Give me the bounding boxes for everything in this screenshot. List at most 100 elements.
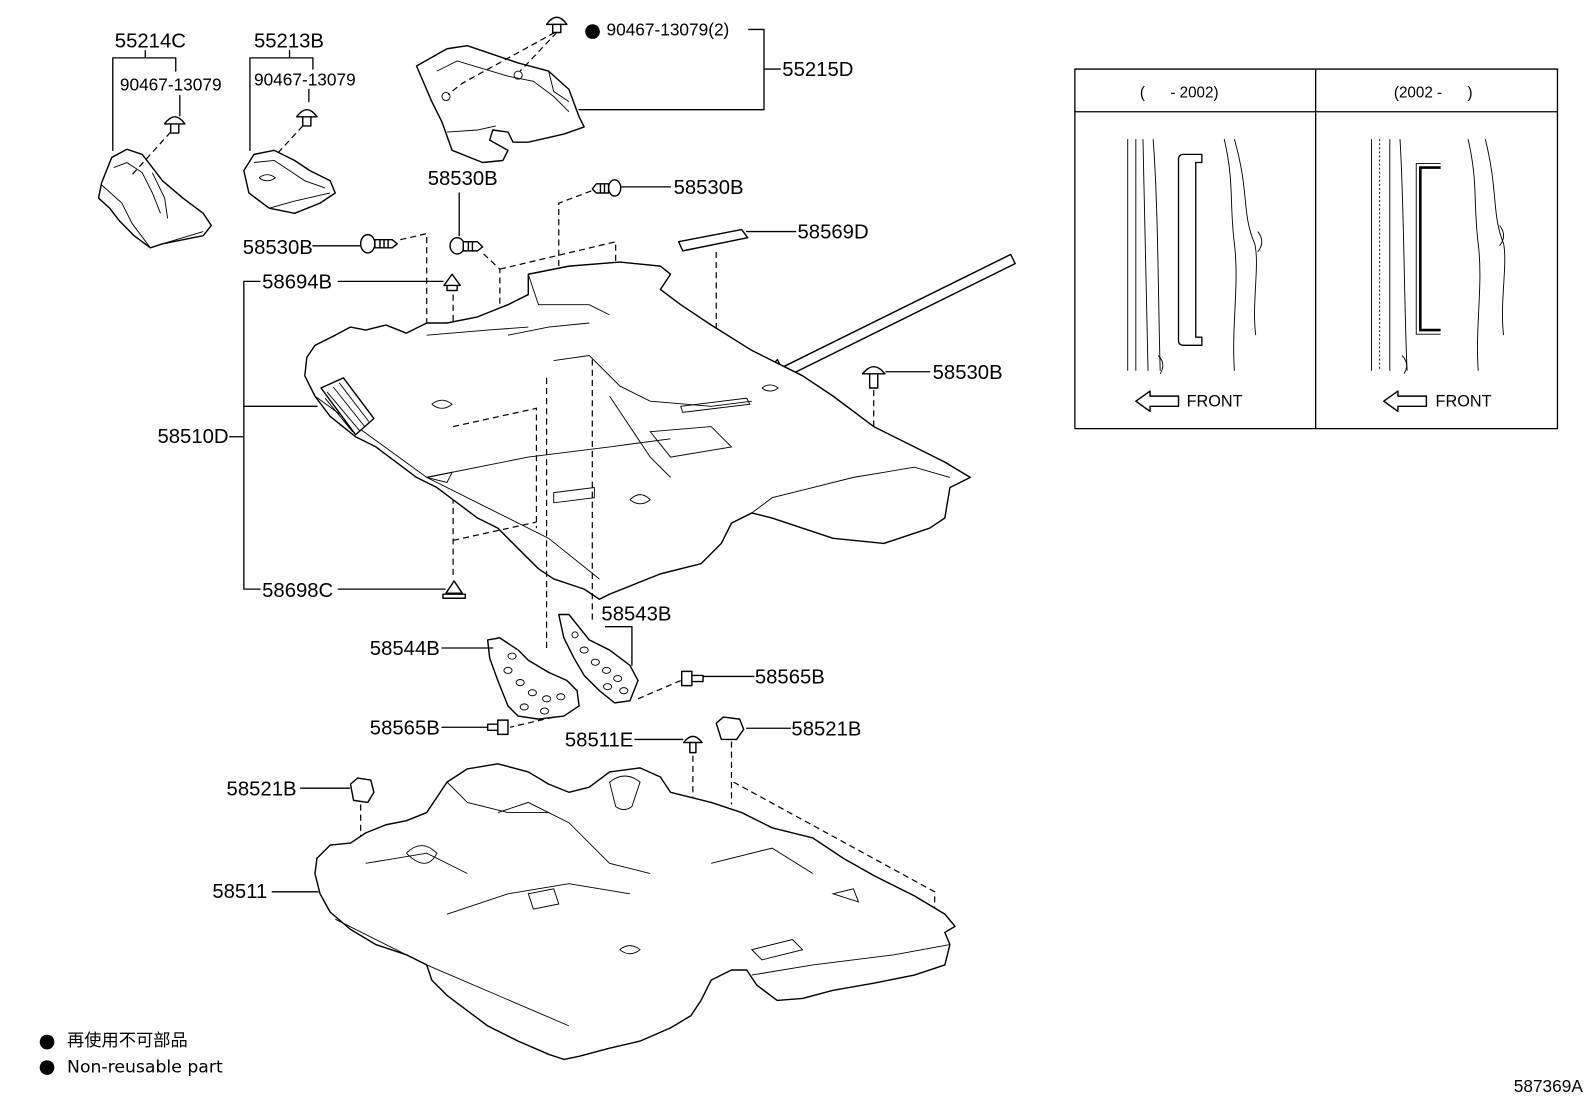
carpet-58510d-rect-cutout [553,487,595,504]
floor-58511-notch [831,888,860,903]
inset-right-sill-lines [1371,139,1506,375]
label-58544b: 58544B [370,638,440,660]
inset-dividers [1074,68,1559,430]
clip-58694b [443,273,461,292]
front-arrow-right-icon [1383,390,1428,413]
bracket-58544b-hole [542,695,552,703]
leader-58510d-bracket [228,280,318,590]
accelerator-pad [320,377,375,436]
clip-58530b-side [861,365,886,389]
floor-58511-outline [314,763,956,1061]
screw-58530b-upper-head [449,236,466,255]
dashed-carpet-left-box [452,407,538,541]
bracket-58544b-hole [503,666,513,674]
bracket-58543b-hole [613,674,623,682]
dashed-bracket-links [545,359,593,651]
bracket-58544b-hole [556,693,566,701]
legend-mark-en: ● [39,1055,56,1078]
label-58521b-right: 58521B [791,718,861,740]
dashed-58530b-left [400,232,452,332]
part-55215d-hole-1 [441,91,451,102]
label-58565b-right: 58565B [755,667,825,689]
legend: ● 再使用不可部品 ● Non-reusable part [39,1029,223,1077]
inset-right-l-bracket-outer [1415,163,1441,335]
carpet-58510d-hole-2 [761,384,779,392]
dashed-58565b-left [509,716,554,728]
non-reusable-mark-55215d: ● [584,19,601,42]
inset-right-front-label: FRONT [1436,392,1492,410]
carpet-58510d-group [304,261,971,651]
carpet-58510d-notch [426,471,453,483]
part-55213b-group: 55213B 90467-13079 [243,31,356,215]
floor-58511-hole-1 [619,945,641,955]
diagram-code: 587369A [1514,1076,1584,1096]
bracket-58543b-group: 58543B [558,604,671,704]
label-58694b: 58694B [262,271,332,293]
label-58530b-upper: 58530B [428,168,498,190]
screw-58530b-left-head [359,233,376,254]
clip-58521b-right [715,716,745,741]
fastener-58565b-left [486,719,509,736]
carpet-58510d-tunnel [649,426,733,458]
label-58698c: 58698C [262,580,333,602]
bracket-58544b-hole [519,703,529,711]
floor-58511-cutout-1 [406,845,438,864]
floor-58511-detail [335,781,950,1027]
part-55214c-detail [101,162,204,249]
bracket-58543b-hole [619,687,629,695]
label-55213b-clip: 90467-13079 [254,69,356,89]
clip-55214c [163,116,186,134]
bracket-58543b-holes [571,631,629,695]
label-58569d: 58569D [798,222,869,244]
bracket-58544b [486,637,580,720]
carpet-58510d-outline [304,261,971,600]
inset-left-sill-lines [1127,139,1263,375]
strip-58569d [677,228,749,252]
bracket-58544b-group: 58544B [370,637,580,720]
label-58543b: 58543B [601,604,671,626]
label-58511: 58511 [212,881,267,903]
screw-58530b-right-head [607,179,622,197]
screw-58530b-upper-shank [462,241,484,252]
accelerator-pad-hatch [324,382,370,432]
bracket-58543b-hole [590,658,600,666]
bracket-58544b-hole [540,707,550,715]
part-55214c-group: 55214C 90467-13079 [97,31,222,249]
dashed-58530b-right [558,190,592,297]
inset-left-front-label: FRONT [1187,392,1243,410]
dashed-58521b-right [730,741,936,927]
legend-text-ja: 再使用不可部品 [67,1030,188,1051]
carpet-58510d-hole-1 [431,399,453,409]
bracket-58543b [558,613,639,704]
floor-58511-group: 58511 [212,763,956,1061]
screw-58530b-right-shank [591,183,610,194]
label-55215d-clip: 90467-13079(2) [607,20,730,40]
floor-58511-cutout-2 [609,775,641,810]
inset-box: ( - 2002) (2002 - ) FRONT FRONT [1074,68,1559,430]
clip-58521b-left [349,777,375,804]
label-55214c: 55214C [115,31,186,53]
label-58510d: 58510D [157,426,228,448]
screw-58530b-left-shank [374,238,398,249]
label-58530b-right: 58530B [674,177,744,199]
carpet-58510d-strip-slot [680,397,751,413]
clip-58511e [683,735,703,754]
leader-58543b [604,626,633,666]
bracket-58543b-hole [571,631,579,639]
clip-55213b [295,108,318,127]
front-arrow-left-icon [1135,390,1180,413]
clip-55215d [545,16,568,34]
bracket-58543b-hole [602,666,612,674]
label-58521b-left: 58521B [227,778,297,800]
part-55213b-detail [253,160,331,209]
label-58565b-left: 58565B [370,717,440,739]
leader-55213b [249,50,314,151]
floor-58511-slot-2 [750,939,804,961]
inset-right-header: (2002 - ) [1394,85,1473,102]
clip-58698c [442,580,467,599]
legend-mark-ja: ● [39,1029,56,1052]
part-55215d-hole-2 [513,70,523,80]
label-58530b-left: 58530B [243,237,313,259]
legend-text-en: Non-reusable part [67,1058,223,1078]
